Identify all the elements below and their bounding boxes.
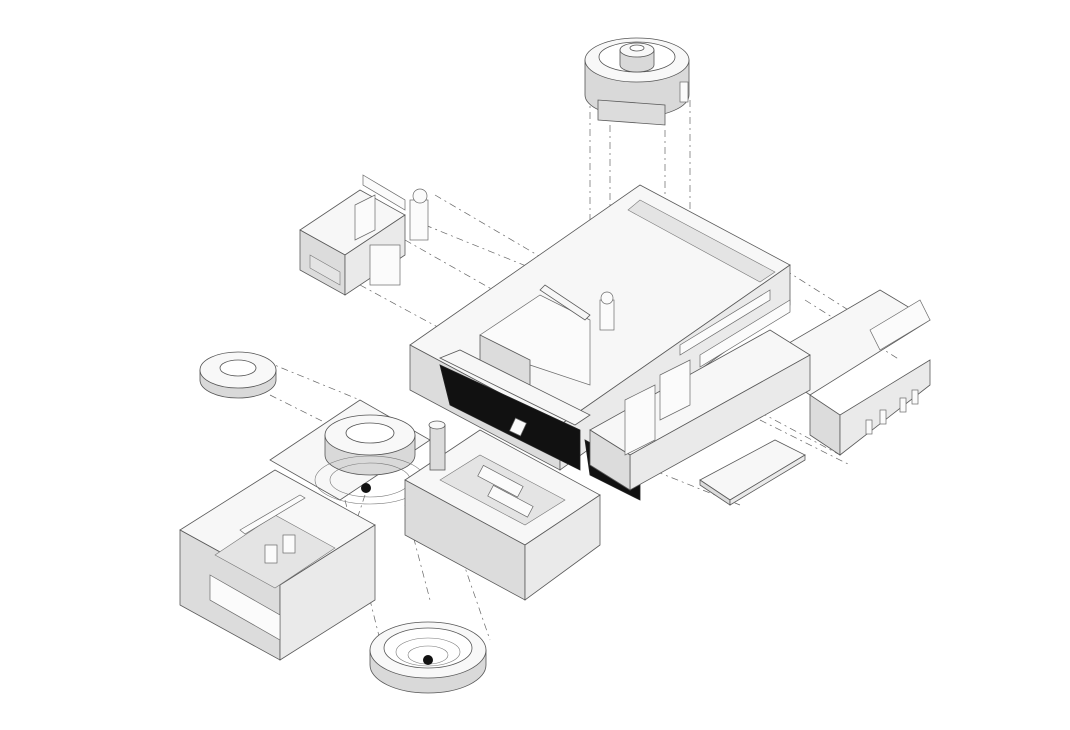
annex-left-upper	[299, 174, 429, 296]
disc-left	[199, 351, 277, 399]
block-front-left	[179, 469, 376, 661]
main-volume-right-walls	[589, 329, 811, 491]
slab-right	[699, 439, 806, 506]
main-volume	[409, 184, 791, 471]
block-front-center	[404, 420, 601, 601]
ring-bottom	[369, 621, 487, 694]
drum-center	[269, 399, 431, 505]
tower-upper	[584, 37, 690, 126]
